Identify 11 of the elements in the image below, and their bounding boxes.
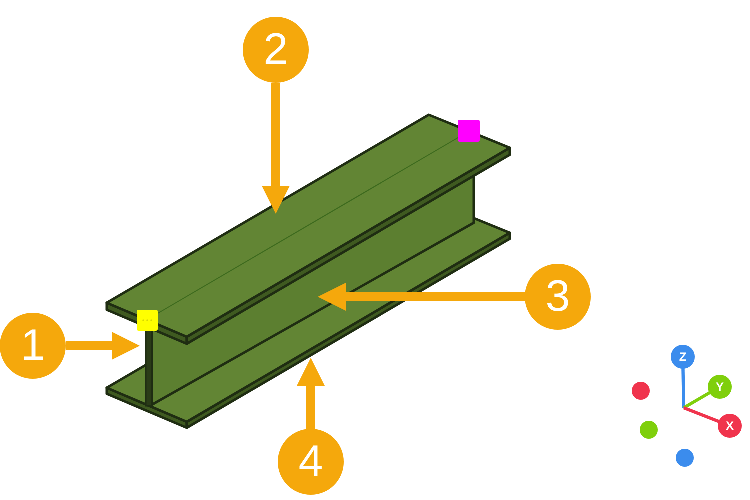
callout-number: 2 [243, 17, 309, 83]
leader-arrow [262, 83, 290, 214]
leader-arrow [66, 332, 140, 360]
callout-number: 4 [278, 429, 344, 495]
axis-label: Z [678, 351, 688, 363]
leader-arrow [318, 283, 525, 311]
leader-arrow [297, 358, 325, 429]
axis-label: Y [715, 381, 725, 393]
callout-number: 1 [0, 313, 66, 379]
callout-number: 3 [525, 264, 591, 330]
axis-label: X [725, 420, 735, 432]
